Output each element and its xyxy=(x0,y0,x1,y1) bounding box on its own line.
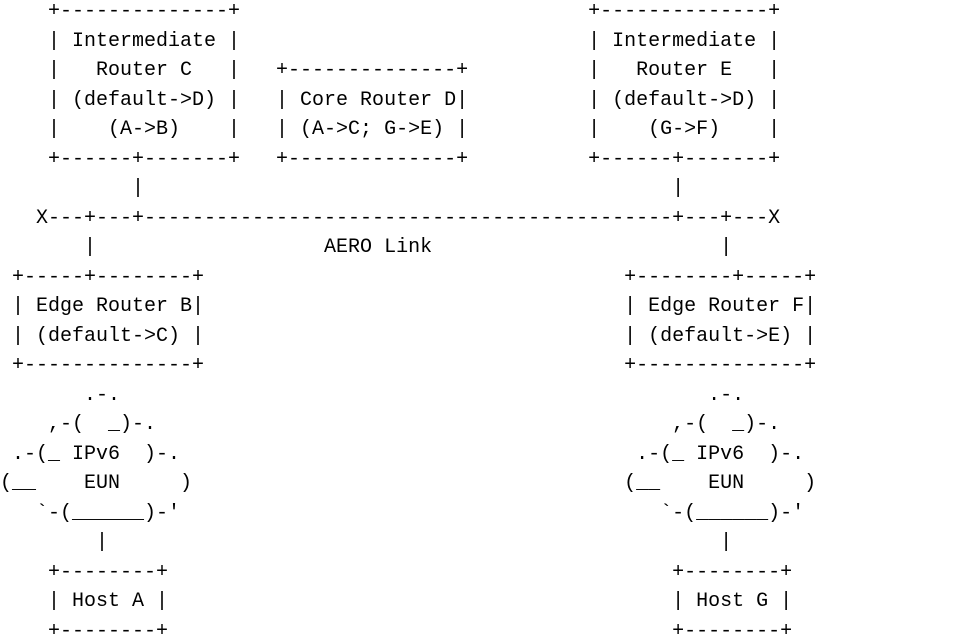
diagram-line: +--------------+ +--------------+ xyxy=(0,0,781,23)
diagram-line: | | xyxy=(0,177,685,200)
diagram-line: | Intermediate | | Intermediate | xyxy=(0,29,781,53)
diagram-line: ,-( _)-. ,-( _)-. xyxy=(0,413,781,436)
diagram-line: +--------------+ +--------------+ xyxy=(0,354,817,377)
diagram-line: +-----+--------+ +--------+-----+ xyxy=(0,265,817,289)
diagram-line: | Host A | | Host G | xyxy=(0,590,793,613)
diagram-line: | Router C | +--------------+ | Router E… xyxy=(0,59,781,82)
diagram-line: (__ EUN ) (__ EUN ) xyxy=(0,472,817,495)
diagram-line: `-(______)-' `-(______)-' xyxy=(0,501,805,525)
diagram-line: | | xyxy=(0,531,733,554)
diagram-line: +------+-------+ +--------------+ +-----… xyxy=(0,147,781,171)
diagram-line: X---+---+-------------------------------… xyxy=(0,206,781,230)
diagram-line: | (default->D) | | Core Router D| | (def… xyxy=(0,88,781,112)
diagram-line: .-. .-. xyxy=(0,383,745,407)
diagram-line: +--------+ +--------+ xyxy=(0,619,793,643)
diagram-line: | (default->C) | | (default->E) | xyxy=(0,324,817,348)
diagram-line: +--------+ +--------+ xyxy=(0,560,793,584)
diagram-line: | Edge Router B| | Edge Router F| xyxy=(0,295,817,318)
diagram-line: .-(_ IPv6 )-. .-(_ IPv6 )-. xyxy=(0,442,805,466)
diagram-line: | AERO Link | xyxy=(0,236,733,259)
diagram-line: | (A->B) | | (A->C; G->E) | | (G->F) | xyxy=(0,118,781,141)
